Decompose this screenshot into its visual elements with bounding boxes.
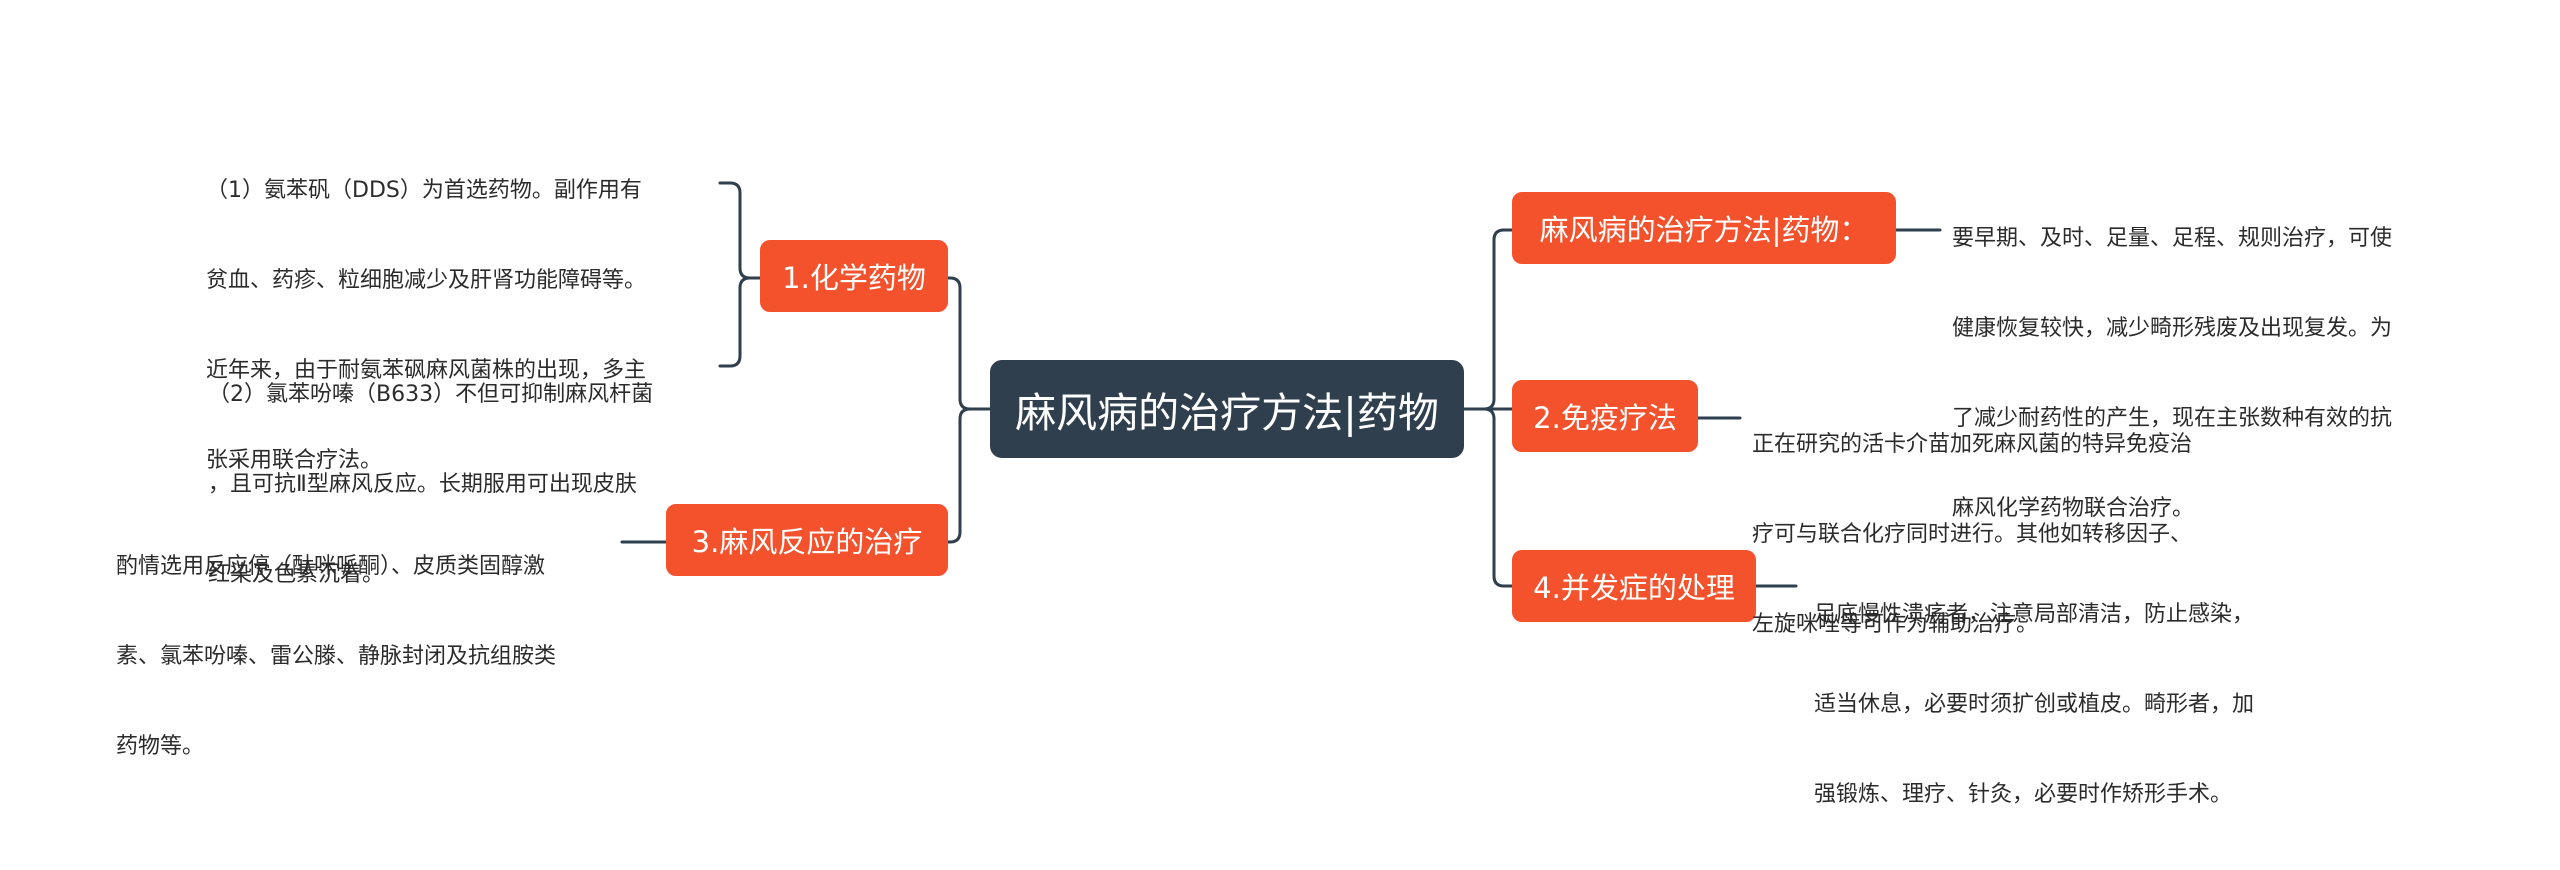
connector-lines xyxy=(620,181,1942,588)
leaf-chem-1-line: 张采用联合疗法。 xyxy=(206,448,383,473)
leaf-methods-1-line: 要早期、及时、足量、足程、规则治疗，可使 xyxy=(1952,226,2393,251)
topic-chemical-drugs-label: 1.化学药物 xyxy=(782,261,926,295)
topic-immunotherapy-label: 2.免疫疗法 xyxy=(1533,401,1677,435)
leaf-complication-1: 足底慢性溃疡者，注意局部清洁，防止感染， 适当休息，必要时须扩创或植皮。畸形者，… xyxy=(1814,540,2254,870)
leaf-reaction-1-line: 药物等。 xyxy=(116,734,205,759)
leaf-reaction-1-line: 素、氯苯吩嗪、雷公滕、静脉封闭及抗组胺类 xyxy=(116,644,557,669)
connector-chem-leaf1 xyxy=(718,181,762,280)
leaf-chem-2-line: （2）氯苯吩嗪（B633）不但可抑制麻风杆菌 xyxy=(208,382,654,407)
mind-map: 麻风病的治疗方法|药物 1.化学药物 3.麻风反应的治疗 麻风病的治疗方法|药物… xyxy=(116,116,2392,807)
leaf-methods-1: 要早期、及时、足量、足程、规则治疗，可使 健康恢复较快，减少畸形残废及出现复发。… xyxy=(1952,164,2392,584)
connector-root-methods xyxy=(1462,228,1514,411)
leaf-chem-2-line: ，且可抗Ⅱ型麻风反应。长期服用可出现皮肤 xyxy=(208,472,637,497)
leaf-complication-1-line: 足底慢性溃疡者，注意局部清洁，防止感染， xyxy=(1814,602,2255,627)
leaf-immune-1-line: 疗可与联合化疗同时进行。其他如转移因子、 xyxy=(1752,522,2193,547)
root-topic[interactable]: 麻风病的治疗方法|药物 xyxy=(990,360,1464,458)
topic-treatment-methods[interactable]: 麻风病的治疗方法|药物： xyxy=(1512,192,1896,264)
leaf-immune-1: 正在研究的活卡介苗加死麻风菌的特异免疫治 疗可与联合化疗同时进行。其他如转移因子… xyxy=(1752,370,2192,700)
connector-chem-leaf2 xyxy=(718,276,762,368)
leaf-chem-1: （1）氨苯矾（DDS）为首选药物。副作用有 贫血、药疹、粒细胞减少及肝肾功能障碍… xyxy=(206,116,646,536)
topic-immunotherapy[interactable]: 2.免疫疗法 xyxy=(1512,380,1698,452)
topic-complications[interactable]: 4.并发症的处理 xyxy=(1512,550,1756,622)
leaf-methods-1-line: 麻风化学药物联合治疗。 xyxy=(1952,496,2195,521)
leaf-chem-1-line: （1）氨苯矾（DDS）为首选药物。副作用有 xyxy=(206,178,642,203)
connector-root-complication xyxy=(1462,407,1514,588)
root-topic-label: 麻风病的治疗方法|药物 xyxy=(1015,389,1439,437)
leaf-immune-1-line: 正在研究的活卡介苗加死麻风菌的特异免疫治 xyxy=(1752,432,2193,457)
leaf-immune-1-line: 左旋咪唑等可作为辅助治疗。 xyxy=(1752,612,2039,637)
leaf-chem-2-line: 红染及色素沉着。 xyxy=(208,562,385,587)
leaf-chem-1-line: 近年来，由于耐氨苯砜麻风菌株的出现，多主 xyxy=(206,358,647,383)
topic-complications-label: 4.并发症的处理 xyxy=(1533,571,1735,605)
topic-treatment-methods-label: 麻风病的治疗方法|药物： xyxy=(1539,213,1869,247)
leaf-methods-1-line: 了减少耐药性的产生，现在主张数种有效的抗 xyxy=(1952,406,2393,431)
topic-leprosy-reaction-label: 3.麻风反应的治疗 xyxy=(691,525,923,559)
leaf-reaction-1-line: 酌情选用反应停（酞咪哌酮）、皮质类固醇激 xyxy=(116,554,546,579)
topic-chemical-drugs[interactable]: 1.化学药物 xyxy=(760,240,948,312)
leaf-methods-1-line: 健康恢复较快，减少畸形残废及出现复发。为 xyxy=(1952,316,2393,341)
connector-root-chem xyxy=(946,276,992,411)
leaf-reaction-1: 酌情选用反应停（酞咪哌酮）、皮质类固醇激 素、氯苯吩嗪、雷公滕、静脉封闭及抗组胺… xyxy=(116,492,556,822)
connector-root-reaction xyxy=(946,407,992,544)
leaf-complication-1-line: 适当休息，必要时须扩创或植皮。畸形者，加 xyxy=(1814,692,2255,717)
leaf-chem-1-line: 贫血、药疹、粒细胞减少及肝肾功能障碍等。 xyxy=(206,268,647,293)
leaf-complication-1-line: 强锻炼、理疗、针灸，必要时作矫形手术。 xyxy=(1814,782,2233,807)
topic-leprosy-reaction[interactable]: 3.麻风反应的治疗 xyxy=(666,504,948,576)
leaf-chem-2: （2）氯苯吩嗪（B633）不但可抑制麻风杆菌 ，且可抗Ⅱ型麻风反应。长期服用可出… xyxy=(208,320,653,650)
